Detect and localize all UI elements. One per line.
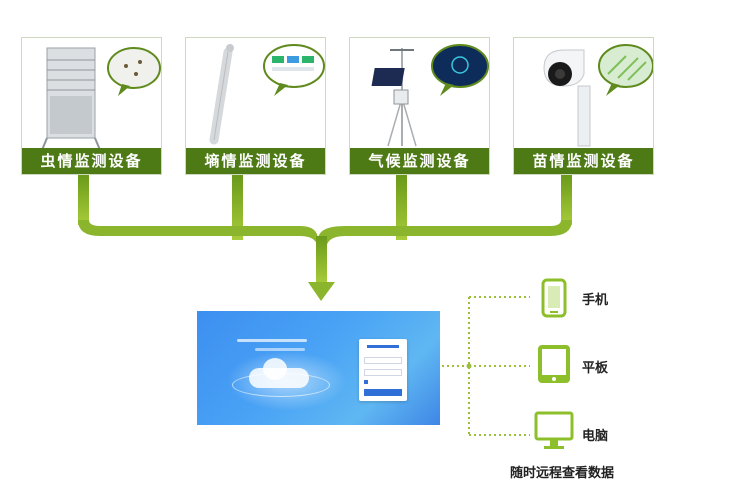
tablet-icon — [538, 345, 570, 383]
platform-screen — [197, 311, 440, 425]
terminal-label-tablet: 平板 — [582, 361, 609, 376]
device-label-weather: 气候监测设备 — [350, 148, 489, 174]
terminal-label-pc: 电脑 — [582, 429, 609, 444]
login-title — [367, 345, 399, 348]
device-label-soil: 墒情监测设备 — [186, 148, 325, 174]
device-card-weather: 气候监测设备 — [349, 37, 490, 175]
platform-tagline — [237, 339, 307, 342]
pest-trap-icon — [41, 47, 161, 150]
username-field — [364, 357, 402, 364]
terminal-label-phone: 手机 — [582, 293, 609, 308]
login-panel — [359, 339, 407, 401]
soil-probe-icon — [209, 44, 325, 145]
device-card-pest: 虫情监测设备 — [21, 37, 162, 175]
device-card-soil: 墒情监测设备 — [185, 37, 326, 175]
remember-checkbox — [364, 380, 368, 384]
weather-station-icon — [371, 44, 489, 147]
phone-icon — [541, 278, 567, 318]
login-button — [364, 389, 402, 396]
monitor-icon — [534, 411, 574, 449]
remote-view-caption: 随时远程查看数据 — [510, 466, 615, 481]
platform-subtagline — [255, 348, 305, 351]
device-label-pest: 虫情监测设备 — [22, 148, 161, 174]
password-field — [364, 369, 402, 376]
device-label-seedling: 苗情监测设备 — [514, 148, 653, 174]
device-card-seedling: 苗情监测设备 — [513, 37, 654, 175]
cloud-icon — [249, 358, 309, 388]
dome-camera-icon — [543, 44, 653, 147]
